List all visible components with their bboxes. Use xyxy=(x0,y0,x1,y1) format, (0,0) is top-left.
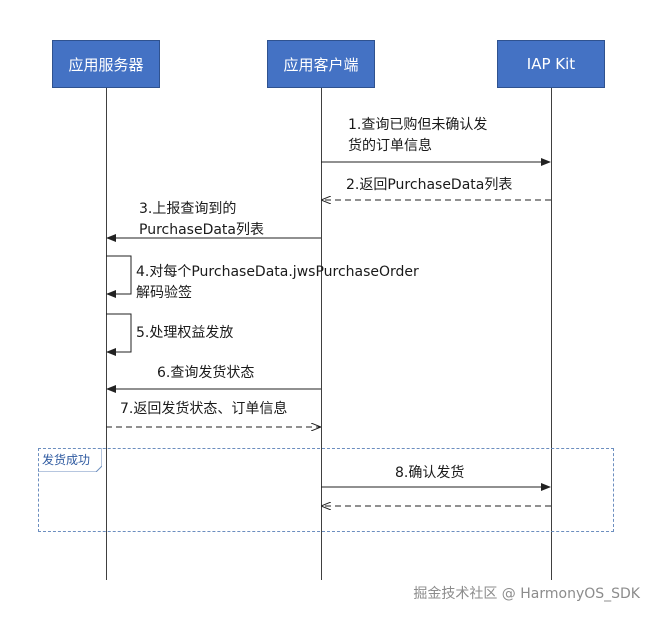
fragment-label: 发货成功 xyxy=(38,448,102,472)
message-7-label: 7.返回发货状态、订单信息 xyxy=(120,401,288,417)
participant-app-server: 应用服务器 xyxy=(52,40,160,88)
participant-iap-kit: IAP Kit xyxy=(497,40,605,88)
participant-label: 应用服务器 xyxy=(68,55,144,74)
fragment-label-text: 发货成功 xyxy=(42,453,91,467)
arrow-msg-5 xyxy=(106,313,132,356)
lifeline-iap-kit xyxy=(551,88,552,580)
lifeline-app-client xyxy=(321,88,322,580)
message-1-line-2: 货的订单信息 xyxy=(348,138,432,154)
arrow-msg-4 xyxy=(106,255,132,298)
participant-label: IAP Kit xyxy=(526,55,576,73)
message-3-line-1: 3.上报查询到的 xyxy=(139,201,237,217)
message-8-label: 8.确认发货 xyxy=(395,465,465,481)
message-4-line-1: 4.对每个PurchaseData.jwsPurchaseOrder xyxy=(136,264,419,280)
watermark: 掘金技术社区 @ HarmonyOS_SDK xyxy=(413,586,640,602)
message-5-label: 5.处理权益发放 xyxy=(136,325,234,341)
fragment-tag-outline xyxy=(38,448,102,472)
message-3-line-2: PurchaseData列表 xyxy=(139,222,265,238)
message-6-label: 6.查询发货状态 xyxy=(157,365,255,381)
lifeline-app-server xyxy=(106,88,107,580)
message-1-line-1: 1.查询已购但未确认发 xyxy=(348,117,488,133)
message-4-line-2: 解码验签 xyxy=(136,285,192,301)
message-1-label: 1.查询已购但未确认发 货的订单信息 xyxy=(348,115,487,157)
fragment-delivery-success xyxy=(38,448,614,532)
participant-app-client: 应用客户端 xyxy=(267,40,375,88)
participant-label: 应用客户端 xyxy=(283,55,359,74)
message-4-label: 4.对每个PurchaseData.jwsPurchaseOrder 解码验签 xyxy=(136,262,419,304)
message-3-label: 3.上报查询到的 PurchaseData列表 xyxy=(139,199,264,241)
message-2-label: 2.返回PurchaseData列表 xyxy=(346,177,513,193)
